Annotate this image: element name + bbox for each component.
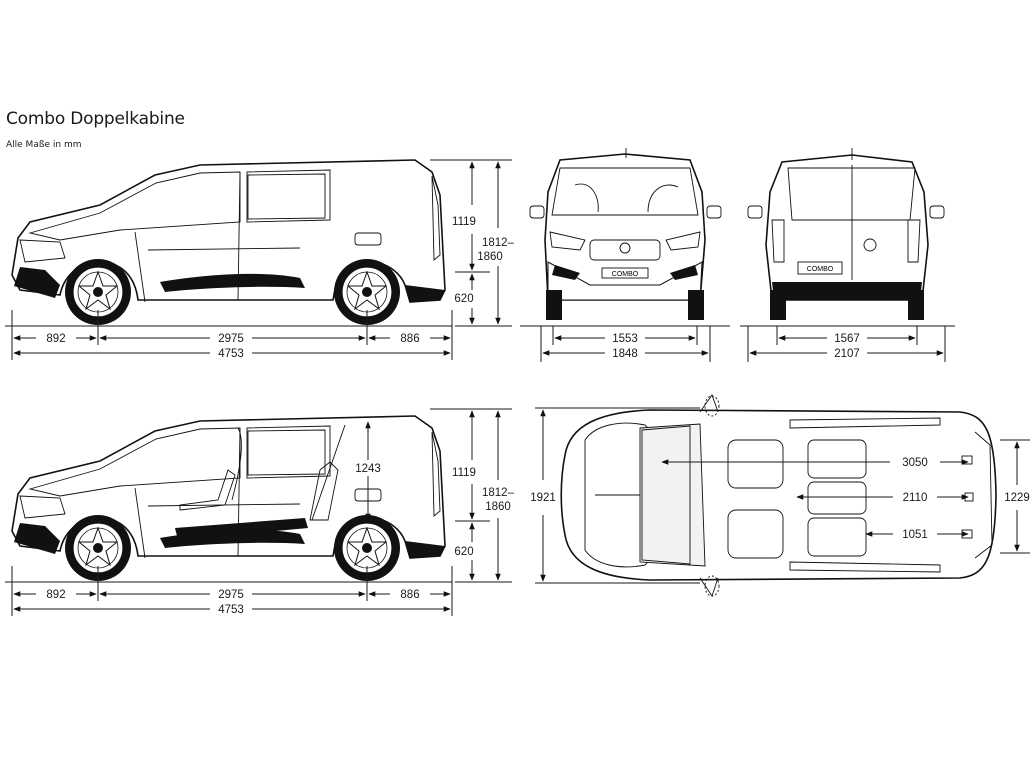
dim-rear-overhang: 886 <box>400 333 419 345</box>
front-badge: COMBO <box>612 271 639 278</box>
top-view-drawing <box>560 394 997 598</box>
dim-wheelbase: 2975 <box>218 333 244 345</box>
page-title: Combo Doppelkabine <box>6 109 185 129</box>
dim-ground-height-2: 620 <box>454 546 473 558</box>
dim-ground-height: 620 <box>454 293 473 305</box>
dim-length-2: 4753 <box>218 604 244 616</box>
dim-front-track: 1553 <box>612 333 638 345</box>
rear-view-drawing: COMBO <box>747 148 945 320</box>
side-view-dimensions: 892 2975 886 4753 1119 620 1812–1860 <box>5 159 519 360</box>
dim-length: 4753 <box>218 348 244 360</box>
dim-total-height-2: 1812–1860 <box>482 487 515 513</box>
dim-front-overhang-2: 892 <box>46 589 65 601</box>
dim-load-length-2nd-row: 2110 <box>903 492 928 504</box>
dim-interior-height: 1243 <box>355 463 381 475</box>
dim-top-width-mirrors: 1921 <box>530 492 556 504</box>
page-subtitle: Alle Maße in mm <box>6 140 82 150</box>
dim-rear-track: 1567 <box>834 333 860 345</box>
dim-front-overhang: 892 <box>46 333 65 345</box>
side-interior-drawing <box>12 416 445 581</box>
dim-load-length-floor: 3050 <box>902 457 928 469</box>
dim-body-height: 1119 <box>452 216 476 228</box>
rear-view-dimensions: 1567 2107 <box>740 325 955 362</box>
dim-front-width: 1848 <box>612 348 638 360</box>
dim-total-height: 1812–1860 <box>477 237 519 263</box>
front-view-drawing: COMBO <box>529 148 722 320</box>
dim-wheelbase-2: 2975 <box>218 589 244 601</box>
side-view-drawing <box>12 160 445 325</box>
dim-width-between-arches: 1229 <box>1004 492 1030 504</box>
dim-rear-width-mirrors: 2107 <box>834 348 860 360</box>
rear-badge: COMBO <box>807 266 834 273</box>
top-view-dimensions: 1921 3050 2110 1051 1229 <box>530 407 1030 584</box>
side-interior-dimensions: 892 2975 886 4753 1119 620 1812–1860 124… <box>5 408 515 616</box>
dim-body-height-2: 1119 <box>452 467 476 479</box>
dim-load-length-3rd-row: 1051 <box>902 529 928 541</box>
front-view-dimensions: 1553 1848 <box>520 325 730 362</box>
dim-rear-overhang-2: 886 <box>400 589 419 601</box>
